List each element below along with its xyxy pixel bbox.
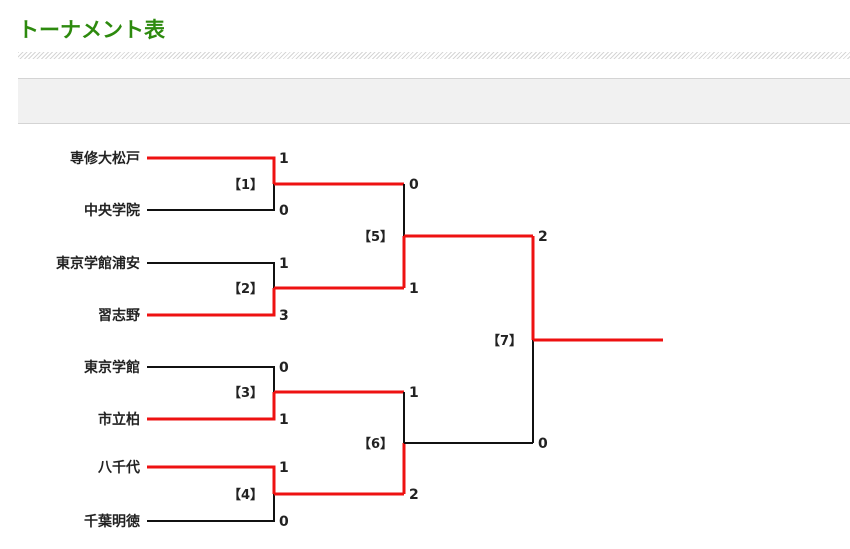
- score: 1: [279, 412, 289, 428]
- score: 1: [409, 385, 419, 401]
- page-title: トーナメント表: [18, 18, 165, 42]
- match-2-lines: [147, 262, 404, 317]
- match-2-top-line: [147, 262, 275, 288]
- match-label: 【1】: [228, 177, 263, 193]
- score: 1: [409, 281, 419, 297]
- match-label: 【5】: [358, 229, 393, 245]
- match-6-lines: [402, 392, 533, 494]
- score: 0: [279, 514, 289, 530]
- team-name: 中央学院: [84, 202, 140, 219]
- match-4-top-line: [147, 465, 276, 494]
- score: 3: [279, 308, 289, 324]
- match-7-lines: [531, 236, 663, 443]
- score: 0: [409, 177, 419, 193]
- team-name: 東京学館: [84, 359, 140, 376]
- match-1-bottom-line: [147, 184, 275, 211]
- score: 0: [279, 360, 289, 376]
- score: 2: [538, 229, 548, 245]
- match-label: 【6】: [358, 436, 393, 452]
- team-name: 市立柏: [98, 411, 140, 428]
- match-2-bottom-line: [147, 288, 276, 317]
- title-divider: [18, 52, 850, 59]
- team-name: 千葉明徳: [84, 513, 140, 530]
- match-3-top-line: [147, 366, 275, 392]
- match-label: 【7】: [487, 333, 522, 349]
- match-label: 【4】: [228, 487, 263, 503]
- match-4-bottom-line: [147, 494, 275, 522]
- match-label: 【3】: [228, 385, 263, 401]
- score: 0: [538, 436, 548, 452]
- score: 1: [279, 460, 289, 476]
- match-label: 【2】: [228, 281, 263, 297]
- team-name: 習志野: [98, 307, 140, 324]
- score: 2: [409, 487, 419, 503]
- header-bar: [18, 78, 850, 124]
- match-1-lines: [147, 156, 404, 211]
- match-3-lines: [147, 366, 404, 421]
- team-name: 専修大松戸: [70, 150, 140, 167]
- team-name: 東京学館浦安: [56, 255, 140, 272]
- score: 0: [279, 203, 289, 219]
- team-name: 八千代: [97, 459, 140, 476]
- match-3-bottom-line: [147, 392, 276, 421]
- match-5-lines: [402, 184, 533, 288]
- score: 1: [279, 256, 289, 272]
- score: 1: [279, 151, 289, 167]
- match-4-lines: [147, 465, 404, 522]
